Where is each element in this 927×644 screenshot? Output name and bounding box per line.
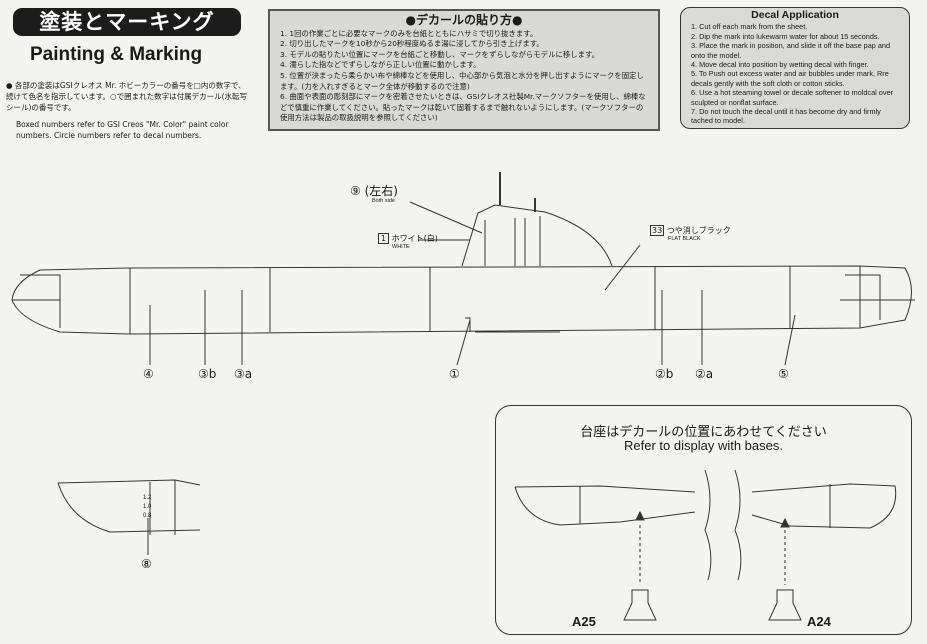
decal-jp-step: 4. 濡らした指などでずらしながら正しい位置に動かします。: [280, 60, 481, 70]
decal-4: ④: [143, 367, 154, 381]
hull: [11, 265, 912, 335]
decal-en-step: 3. Place the mark in position, and slide…: [691, 41, 891, 60]
decal-9: ⑨ (左右): [350, 184, 398, 198]
decal-5: ⑤: [778, 367, 789, 381]
paint-note-en: Boxed numbers refer to GSI Creos "Mr. Co…: [16, 120, 229, 140]
stern-segment: [514, 485, 696, 526]
bases-panel: [495, 405, 912, 635]
paint-1-en: WHITE: [392, 244, 410, 250]
decal-en-step: 6. Use a hot steaming towel or decale so…: [691, 88, 893, 107]
stand-a24: [768, 589, 802, 621]
decal-3a: ③a: [234, 367, 253, 381]
decal-en-step: 7. Do not touch the decal until it has b…: [691, 107, 881, 126]
leaders-bottom: [149, 290, 796, 366]
section-title-jp: 塗装とマーキング: [13, 8, 241, 36]
stand-a25-label: A25: [572, 614, 596, 629]
stand-a24-label: A24: [807, 614, 831, 629]
decal-jp-step: 2. 切り出したマークを10秒から20秒程度ぬるま湯に浸してから引き上げます。: [280, 39, 544, 49]
paint-33-en: FLAT BLACK: [668, 236, 701, 242]
decal-instructions-jp: ●デカールの貼り方● 1. 1回の作業ごとに必要なマークのみを台紙とともにハサミ…: [268, 9, 660, 131]
section-title-en: Painting & Marking: [30, 44, 203, 65]
decal-en-step: 5. To Push out excess water and air bubb…: [691, 69, 889, 88]
paint-note: ● 各部の塗装はGSIクレオス Mr. ホビーカラーの番号を□内の数字で、続けて…: [6, 80, 251, 141]
bases-note-jp: 台座はデカールの位置にあわせてください: [580, 425, 827, 440]
decal-8: ⑧: [141, 557, 152, 571]
paint-note-jp: ● 各部の塗装はGSIクレオス Mr. ホビーカラーの番号を□内の数字で、続けて…: [6, 81, 247, 112]
decal-jp-step: 3. モデルの貼りたい位置にマークを台紙ごと移動し、マークをずらしながらモデルに…: [280, 49, 600, 59]
decal-2a: ②a: [695, 367, 714, 381]
decal-instructions-en: Decal Application 1. Cut off each mark f…: [680, 7, 910, 129]
stern-detail: [57, 479, 201, 535]
bow-segment: [751, 483, 897, 529]
decal-1: ①: [449, 367, 460, 381]
conning-tower: [461, 204, 613, 267]
decal-jp-step: 1. 1回の作業ごとに必要なマークのみを台紙とともにハサミで切り抜きます。: [280, 28, 538, 38]
decal-jp-title: ●デカールの貼り方●: [405, 13, 523, 27]
paint-33: 33 つや消しブラック: [650, 225, 731, 236]
stand-a25: [623, 589, 657, 621]
bases-note-en: Refer to display with bases.: [624, 438, 783, 453]
decal-2b: ②b: [655, 367, 674, 381]
decal-en-title: Decal Application: [751, 9, 839, 21]
paint-1: 1 ホワイト(白): [378, 233, 438, 244]
decal-jp-step: 5. 位置が決まったら柔らかい布や綿棒などを使用し、中心部から気泡と水分を押し出…: [280, 70, 644, 91]
decal-jp-step: 6. 曲面や表面の彫刻部にマークを密着させたいときは、GSIクレオス社製Mr.マ…: [280, 92, 646, 123]
decal-9-note: Both side: [372, 198, 395, 204]
decal-en-step: 2. Dip the mark into lukewarm water for …: [691, 31, 880, 41]
decal-en-step: 1. Cut off each mark from the sheet.: [691, 22, 808, 32]
decal-3b: ③b: [198, 367, 217, 381]
decal-en-step: 4. Move decal into position by wetting d…: [691, 60, 869, 70]
